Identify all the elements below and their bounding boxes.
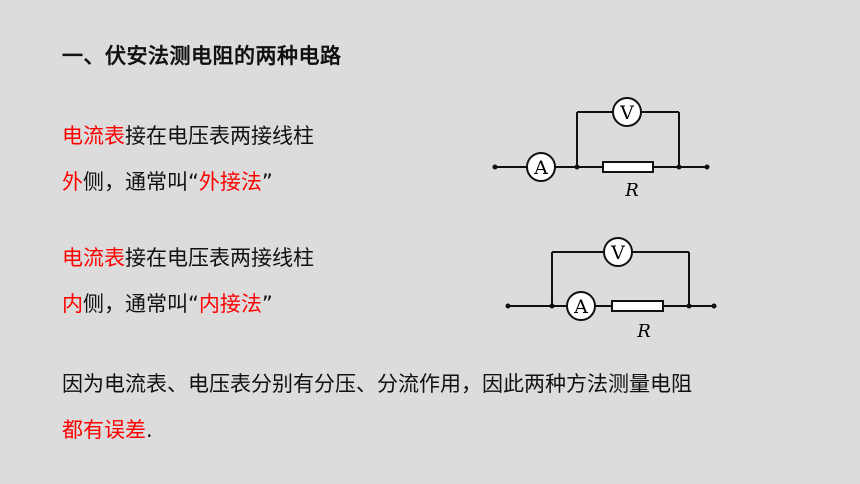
external-method-line-2: 外侧，通常叫“外接法” — [62, 166, 273, 196]
internal-method-line-1: 电流表接在电压表两接线柱 — [62, 242, 314, 272]
external-connection-circuit-diagram: A V R — [492, 97, 710, 201]
internal-method-name: 内接法 — [198, 292, 262, 316]
ammeter-term: 电流表 — [62, 124, 125, 148]
junction-dot — [574, 164, 580, 170]
internal-connection-circuit-diagram: A V R — [505, 237, 717, 342]
junction-dot — [549, 303, 555, 309]
text-span: 接在电压表两接线柱 — [125, 246, 314, 270]
voltmeter-label: V — [610, 242, 625, 264]
text-span: ” — [261, 292, 273, 316]
outside-term: 外 — [62, 170, 83, 194]
terminal-dot — [505, 303, 511, 309]
terminal-dot — [492, 164, 498, 170]
junction-dot — [676, 164, 682, 170]
internal-method-line-2: 内侧，通常叫“内接法” — [62, 288, 273, 318]
text-span: 侧，通常叫“ — [83, 292, 199, 316]
ammeter-symbol — [526, 152, 556, 182]
ammeter-label: A — [573, 296, 588, 318]
inside-term: 内 — [62, 292, 83, 316]
slide-title: 一、伏安法测电阻的两种电路 — [62, 44, 342, 68]
text-span: . — [146, 418, 153, 442]
resistor-symbol — [602, 161, 654, 173]
voltmeter-label: V — [619, 102, 634, 124]
resistor-symbol — [611, 300, 664, 312]
error-term: 都有误差 — [62, 418, 146, 442]
text-span: ” — [261, 170, 273, 194]
text-span: 侧，通常叫“ — [83, 170, 199, 194]
voltmeter-symbol — [612, 97, 642, 127]
resistor-label: R — [636, 321, 651, 342]
terminal-dot — [704, 164, 710, 170]
conclusion-line-1: 因为电流表、电压表分别有分压、分流作用，因此两种方法测量电阻 — [62, 372, 692, 396]
junction-dot — [686, 303, 692, 309]
ammeter-symbol — [566, 291, 596, 321]
resistor-label: R — [624, 180, 639, 201]
conclusion-line-2: 都有误差. — [62, 414, 153, 444]
text-span: 接在电压表两接线柱 — [125, 124, 314, 148]
external-method-line-1: 电流表接在电压表两接线柱 — [62, 120, 314, 150]
ammeter-label: A — [533, 157, 548, 179]
ammeter-term: 电流表 — [62, 246, 125, 270]
terminal-dot — [711, 303, 717, 309]
external-method-name: 外接法 — [198, 170, 262, 194]
voltmeter-symbol — [603, 237, 633, 267]
